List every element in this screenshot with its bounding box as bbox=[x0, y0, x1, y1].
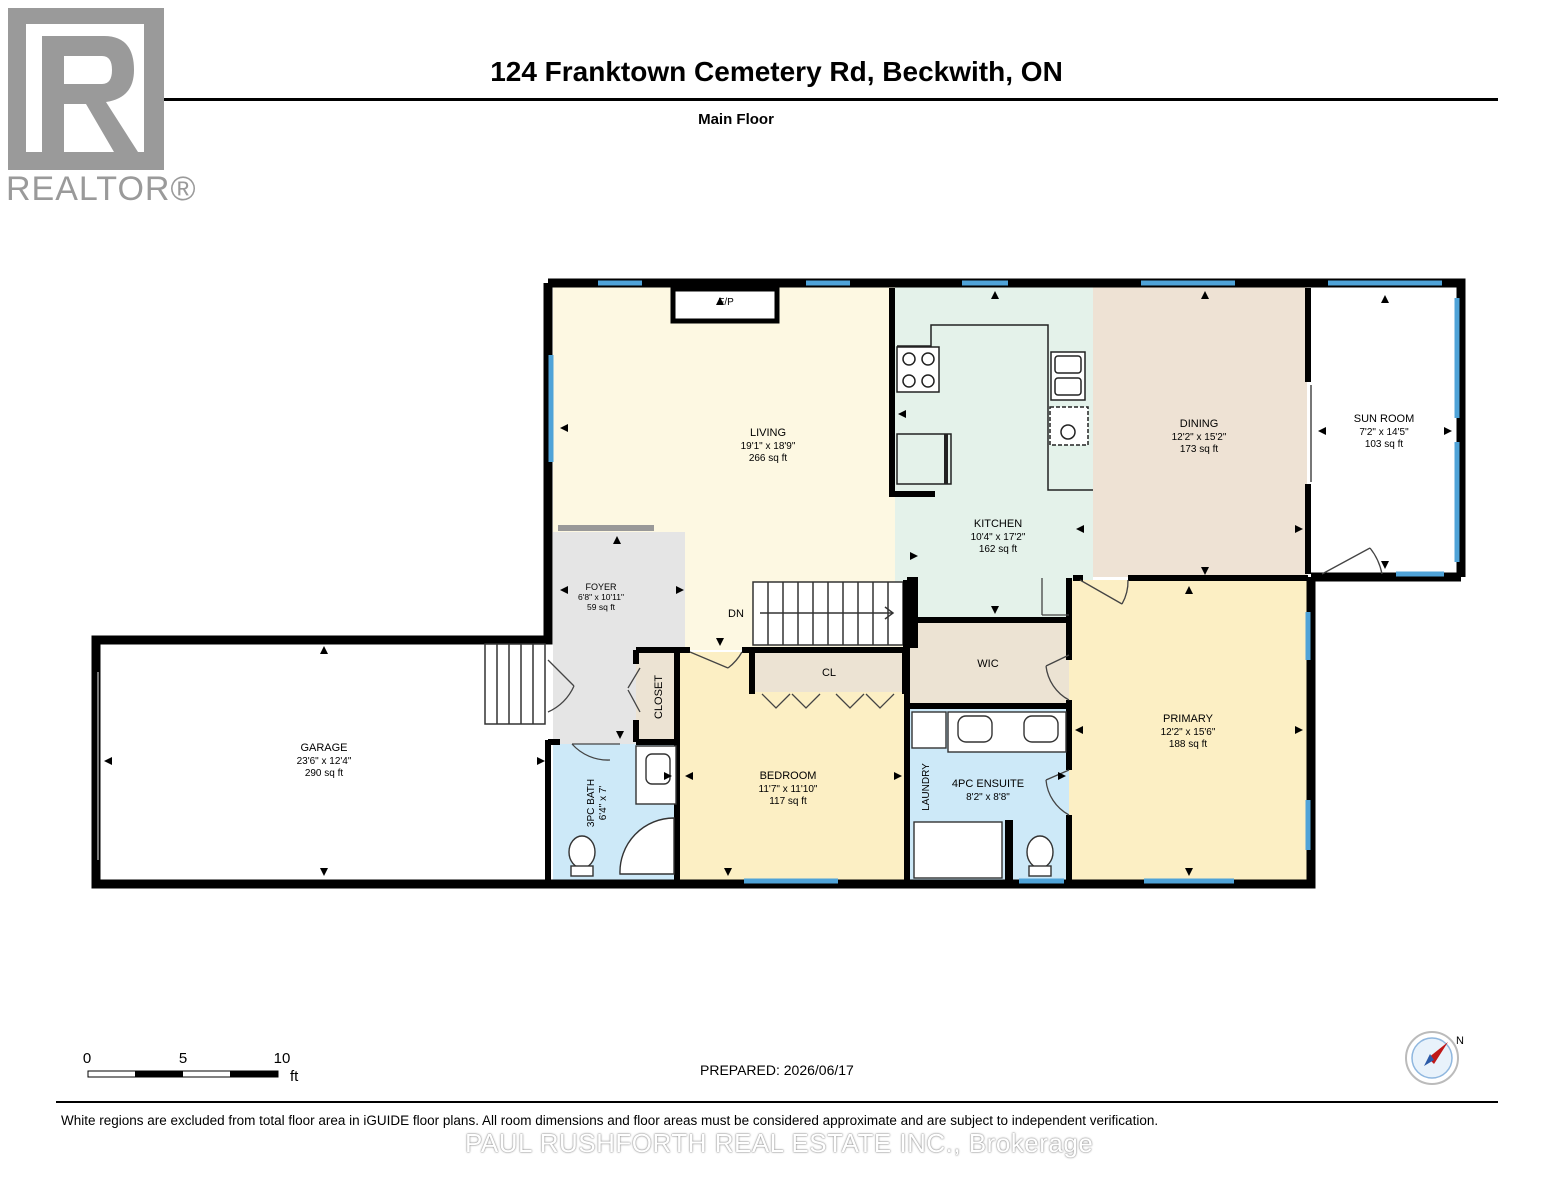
header-rule bbox=[56, 98, 1498, 101]
fireplace-label: F/P bbox=[718, 297, 734, 308]
room-primary bbox=[1069, 580, 1311, 884]
bath3-dims: 6'4" x 7' bbox=[598, 786, 609, 821]
dishwasher-icon bbox=[1049, 406, 1089, 446]
scale-label-0: 0 bbox=[83, 1050, 91, 1067]
scale-bar: 0 5 10 ft bbox=[83, 1050, 299, 1085]
realtor-wordmark: REALTOR® bbox=[6, 170, 197, 208]
compass-north: N bbox=[1456, 1035, 1464, 1047]
kitchen-area: 162 sq ft bbox=[979, 544, 1018, 555]
room-kitchen-lower bbox=[918, 490, 1076, 618]
floor-label: Main Floor bbox=[698, 111, 774, 128]
room-closet-bed bbox=[752, 652, 907, 692]
primary-area: 188 sq ft bbox=[1169, 739, 1208, 750]
kitchen-dims: 10'4" x 17'2" bbox=[971, 532, 1026, 543]
bedroom-name: BEDROOM bbox=[760, 770, 817, 782]
primary-name: PRIMARY bbox=[1163, 713, 1214, 725]
room-garage bbox=[96, 640, 548, 885]
closet-foyer-label: CLOSET bbox=[653, 675, 665, 719]
kitchen-sink-icon bbox=[1050, 351, 1086, 401]
scale-label-5: 5 bbox=[179, 1050, 187, 1067]
bath3-name: 3PC BATH bbox=[586, 779, 597, 827]
compass-icon: N bbox=[1405, 1031, 1464, 1085]
dining-area: 173 sq ft bbox=[1180, 444, 1219, 455]
garage-dims: 23'6" x 12'4" bbox=[297, 756, 352, 767]
living-area: 266 sq ft bbox=[749, 453, 788, 464]
ensuite-name: 4PC ENSUITE bbox=[952, 778, 1024, 790]
closet-bed-label: CL bbox=[822, 667, 836, 679]
sunroom-name: SUN ROOM bbox=[1354, 413, 1415, 425]
bedroom-dims: 11'7" x 11'10" bbox=[759, 784, 818, 795]
windows bbox=[548, 280, 1460, 884]
living-dims: 19'1" x 18'9" bbox=[741, 441, 796, 452]
room-closet-foyer bbox=[636, 652, 678, 742]
room-dining bbox=[1093, 285, 1307, 577]
room-sunroom bbox=[1311, 285, 1461, 577]
laundry-label: LAUNDRY bbox=[921, 763, 932, 811]
ensuite-divider bbox=[1005, 820, 1013, 880]
kitchen-name: KITCHEN bbox=[974, 518, 1022, 530]
fireplace bbox=[670, 286, 780, 324]
plan-title: 124 Franktown Cemetery Rd, Beckwith, ON bbox=[490, 56, 1063, 87]
glass-panels bbox=[97, 385, 1312, 860]
stair-wall bbox=[903, 580, 918, 648]
footer-rule bbox=[56, 1101, 1498, 1103]
dining-name: DINING bbox=[1180, 418, 1219, 430]
foyer-area: 59 sq ft bbox=[587, 602, 616, 612]
sunroom-area: 103 sq ft bbox=[1365, 439, 1404, 450]
foyer-name: FOYER bbox=[585, 582, 617, 592]
living-name: LIVING bbox=[750, 427, 786, 439]
garage-area: 290 sq ft bbox=[305, 768, 344, 779]
stairs-down bbox=[752, 581, 904, 646]
brokerage-watermark: PAUL RUSHFORTH REAL ESTATE INC., Brokera… bbox=[465, 1128, 1094, 1158]
wic-label: WIC bbox=[977, 658, 998, 670]
foyer-dims: 6'8" x 10'11" bbox=[578, 592, 624, 602]
room-wic bbox=[907, 622, 1069, 706]
kitchen-counters bbox=[896, 324, 1093, 491]
ensuite-dims: 8'2" x 8'8" bbox=[966, 792, 1010, 803]
scale-label-10: 10 bbox=[274, 1050, 291, 1067]
interior-walls bbox=[545, 288, 1311, 884]
prepared-date: PREPARED: 2026/06/17 bbox=[700, 1062, 854, 1078]
dimension-arrows bbox=[104, 291, 1452, 876]
disclaimer: White regions are excluded from total fl… bbox=[61, 1113, 1159, 1128]
exterior-walls bbox=[91, 278, 1466, 889]
garage-name: GARAGE bbox=[300, 742, 347, 754]
cooktop-icon bbox=[896, 346, 940, 393]
bedroom-area: 117 sq ft bbox=[769, 796, 807, 807]
scale-unit: ft bbox=[290, 1068, 299, 1085]
stairs-down-label: DN bbox=[728, 608, 744, 620]
sunroom-dims: 7'2" x 14'5" bbox=[1359, 427, 1409, 438]
realtor-logo bbox=[8, 8, 164, 170]
primary-dims: 12'2" x 15'6" bbox=[1161, 727, 1216, 738]
doors bbox=[547, 547, 1383, 816]
garage-steps bbox=[484, 643, 546, 725]
dining-dims: 12'2" x 15'2" bbox=[1172, 432, 1227, 443]
foyer-railing bbox=[558, 525, 654, 531]
